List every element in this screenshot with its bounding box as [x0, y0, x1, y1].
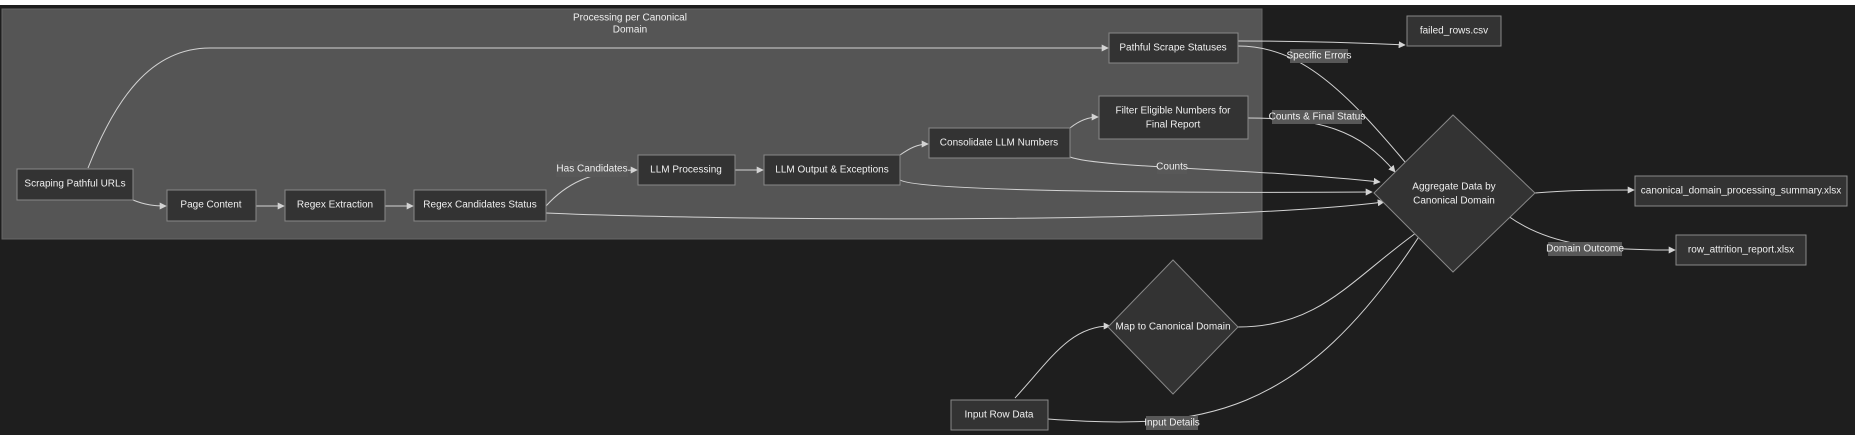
node-llm-processing-label: LLM Processing [650, 165, 722, 176]
node-llm-processing[interactable]: LLM Processing [637, 154, 736, 186]
edge-aggregate-to-summary [1534, 186, 1635, 194]
nodes: Scraping Pathful URLs Page Content Regex… [16, 15, 1848, 431]
edge-label-specific-errors: Specific Errors [1286, 49, 1352, 63]
edge-label-has-candidates-text: Has Candidates [556, 164, 627, 175]
edge-label-input-details: Input Details [1144, 416, 1200, 430]
node-llm-output-exceptions[interactable]: LLM Output & Exceptions [763, 154, 901, 186]
edge-input-to-map [1014, 322, 1111, 399]
edge-label-specific-errors-text: Specific Errors [1286, 51, 1351, 62]
node-llm-output-exceptions-label: LLM Output & Exceptions [775, 165, 888, 176]
node-scraping-pathful-urls[interactable]: Scraping Pathful URLs [16, 168, 134, 201]
node-pathful-scrape-statuses[interactable]: Pathful Scrape Statuses [1108, 32, 1239, 64]
edge-label-domain-outcome-text: Domain Outcome [1546, 244, 1624, 255]
edge-statuses-to-failed-rows [1237, 40, 1406, 49]
node-page-content-label: Page Content [180, 200, 241, 211]
edge-label-counts-text: Counts [1156, 162, 1188, 173]
node-regex-candidates-status-label: Regex Candidates Status [423, 200, 536, 211]
node-input-row-data-label: Input Row Data [965, 410, 1034, 421]
node-page-content[interactable]: Page Content [166, 189, 257, 222]
edge-map-to-aggregate [1237, 229, 1421, 328]
edge-output-to-consolidate [899, 140, 929, 156]
edge-label-input-details-text: Input Details [1144, 418, 1200, 429]
edge-statuses-to-aggregate [1237, 45, 1411, 169]
edge-label-counts: Counts [1156, 160, 1188, 174]
node-aggregate-data-label-line1: Aggregate Data by [1412, 182, 1495, 193]
node-filter-eligible-numbers[interactable]: Filter Eligible Numbers for Final Report [1098, 95, 1249, 140]
edge-output-to-aggregate [899, 179, 1373, 196]
edge-candidates-to-aggregate [545, 199, 1385, 220]
node-map-to-canonical-domain[interactable]: Map to Canonical Domain [1107, 259, 1239, 395]
node-filter-eligible-numbers-label-line2: Final Report [1146, 120, 1201, 131]
node-scraping-pathful-urls-label: Scraping Pathful URLs [24, 179, 125, 190]
node-map-to-canonical-domain-label: Map to Canonical Domain [1115, 322, 1230, 333]
node-row-attrition-xlsx[interactable]: row_attrition_report.xlsx [1675, 234, 1807, 266]
edge-consolidate-to-aggregate [1069, 156, 1381, 185]
node-canonical-summary-xlsx[interactable]: canonical_domain_processing_summary.xlsx [1634, 175, 1848, 207]
node-aggregate-data-label-line2: Canonical Domain [1413, 196, 1495, 207]
edge-filter-to-aggregate [1247, 117, 1396, 173]
node-failed-rows-csv[interactable]: failed_rows.csv [1406, 15, 1502, 47]
edge-label-has-candidates: Has Candidates [556, 161, 628, 177]
node-aggregate-data[interactable]: Aggregate Data by Canonical Domain [1373, 114, 1536, 273]
edge-scraping-to-statuses [87, 44, 1109, 169]
node-regex-candidates-status[interactable]: Regex Candidates Status [413, 189, 547, 222]
node-consolidate-llm-numbers[interactable]: Consolidate LLM Numbers [928, 127, 1071, 159]
edge-consolidate-to-filter [1069, 113, 1099, 129]
node-filter-eligible-numbers-label-line1: Filter Eligible Numbers for [1115, 106, 1231, 117]
cluster-title-line2: Domain [613, 25, 647, 36]
node-failed-rows-csv-label: failed_rows.csv [1420, 26, 1488, 37]
edge-labels: Has Candidates Specific Errors Counts & … [556, 49, 1624, 430]
edge-label-counts-final-status-text: Counts & Final Status [1269, 112, 1366, 123]
node-row-attrition-xlsx-label: row_attrition_report.xlsx [1688, 245, 1794, 256]
node-canonical-summary-xlsx-label: canonical_domain_processing_summary.xlsx [1641, 186, 1841, 197]
cluster-title-line1: Processing per Canonical [573, 13, 687, 24]
node-regex-extraction[interactable]: Regex Extraction [284, 189, 386, 222]
node-regex-extraction-label: Regex Extraction [297, 200, 373, 211]
node-input-row-data[interactable]: Input Row Data [950, 399, 1049, 431]
edge-label-counts-final-status: Counts & Final Status [1269, 110, 1366, 124]
edge-scraping-to-page-content [132, 199, 167, 210]
edge-label-domain-outcome: Domain Outcome [1546, 242, 1624, 256]
edge-input-to-aggregate [1047, 231, 1423, 423]
node-pathful-scrape-statuses-label: Pathful Scrape Statuses [1119, 43, 1226, 54]
edges [87, 40, 1676, 423]
node-consolidate-llm-numbers-label: Consolidate LLM Numbers [940, 138, 1058, 149]
